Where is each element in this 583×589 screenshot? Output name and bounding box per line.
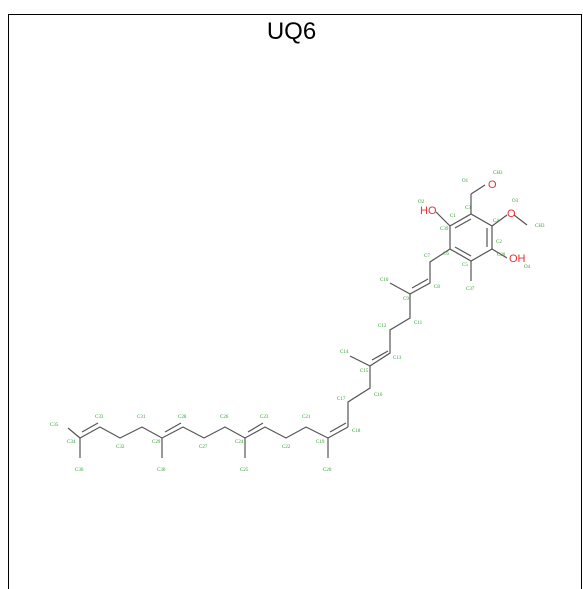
atom-label: C31 xyxy=(137,415,146,420)
atom-label: C7 xyxy=(424,254,430,259)
methoxy-carbon-label-2: CH3 xyxy=(535,224,545,229)
chain-bonds xyxy=(79,426,349,439)
bond xyxy=(67,427,81,439)
ring-double xyxy=(454,246,472,257)
carbon-labels: CH3 CH3 O1 O2 O3 O4 C1 C2 C3 C4 C5 C6 C7… xyxy=(50,171,545,473)
atom-label: C28 xyxy=(178,415,187,420)
atom-label: C22 xyxy=(282,445,291,450)
atom-label: C3 xyxy=(465,206,471,211)
diagram-frame xyxy=(8,14,582,589)
hydroxyl-right-label: OH xyxy=(509,253,526,265)
methoxy-oxygen-label-1: O xyxy=(488,179,497,191)
bond xyxy=(349,355,371,367)
diagram-title: UQ6 xyxy=(266,18,317,45)
atom-label: C21 xyxy=(302,415,311,420)
atom-label: C9 xyxy=(403,297,409,302)
double-bond xyxy=(329,422,347,433)
atom-label: C16 xyxy=(374,393,383,398)
atom-label: O4 xyxy=(524,265,531,270)
atom-label: C4 xyxy=(493,219,499,224)
double-bond xyxy=(164,422,182,433)
atom-label: C15 xyxy=(360,369,369,374)
ring-double xyxy=(454,218,472,229)
atom-label: C39 xyxy=(440,227,449,232)
atom-label: C37 xyxy=(466,287,475,292)
bond xyxy=(513,214,528,226)
atom-label: C29 xyxy=(152,440,161,445)
atom-label: C20 xyxy=(323,468,332,473)
bond xyxy=(470,184,486,195)
atom-label: O3 xyxy=(512,199,519,204)
atom-label: C10 xyxy=(380,278,389,283)
atom-label: C32 xyxy=(116,445,125,450)
double-bond xyxy=(411,278,429,289)
hydroxyl-left-label: HO xyxy=(420,205,437,217)
atom-label: C13 xyxy=(393,356,402,361)
bond xyxy=(389,282,411,295)
atom-label: C19 xyxy=(316,440,325,445)
atom-label: C26 xyxy=(220,415,229,420)
atom-label: C34 xyxy=(67,440,76,445)
bond xyxy=(491,248,508,259)
atom-label: C5 xyxy=(462,263,468,268)
atom-label: C23 xyxy=(260,415,269,420)
atom-label: C2 xyxy=(496,240,502,245)
bond xyxy=(435,211,451,227)
methoxy-oxygen-label-2: O xyxy=(507,208,516,220)
atom-label: C17 xyxy=(337,397,346,402)
heteroatom-labels: HO O O OH xyxy=(420,179,526,265)
atom-label: C12 xyxy=(378,324,387,329)
methoxy-carbon-label: CH3 xyxy=(493,171,503,176)
double-bond xyxy=(371,350,389,361)
benzene-ring xyxy=(449,213,493,262)
atom-label: C35 xyxy=(50,423,59,428)
atom-label: C38 xyxy=(497,253,506,258)
bond xyxy=(491,214,508,227)
atom-label: C33 xyxy=(95,415,104,420)
atom-label: C11 xyxy=(414,321,423,326)
atom-label: O1 xyxy=(462,179,469,184)
atom-label: C24 xyxy=(235,440,244,445)
double-bond xyxy=(247,422,264,433)
atom-label: C25 xyxy=(240,468,249,473)
atom-label: C14 xyxy=(340,350,349,355)
bonds xyxy=(67,184,528,458)
double-bond xyxy=(81,422,99,433)
atom-label: C18 xyxy=(352,429,361,434)
atom-label: O2 xyxy=(418,200,425,205)
atom-label: C36 xyxy=(75,468,84,473)
atom-label: C6 xyxy=(443,252,449,257)
atom-label: C30 xyxy=(157,468,166,473)
atom-label: C8 xyxy=(434,285,440,290)
atom-label: C1 xyxy=(450,214,456,219)
chain-bonds-upper xyxy=(347,248,451,427)
atom-label: C27 xyxy=(199,445,208,450)
